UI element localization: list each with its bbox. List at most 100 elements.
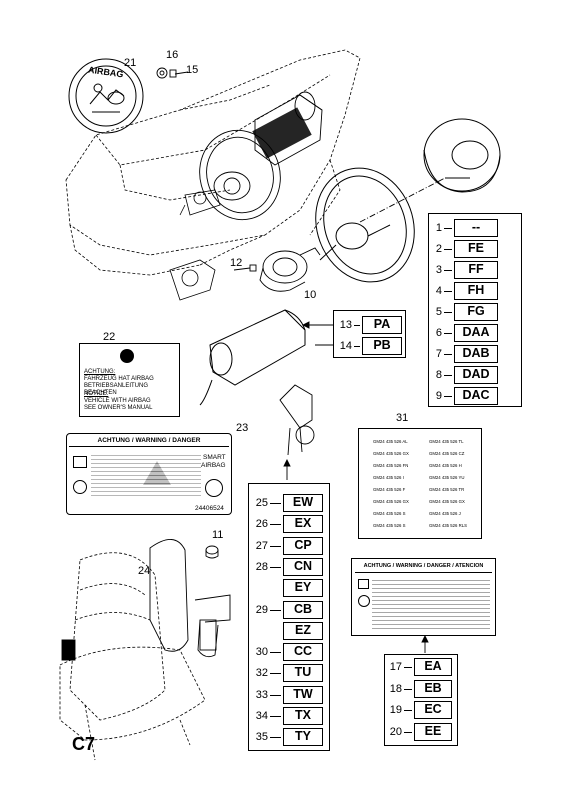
label-atencion-header: ACHTUNG / WARNING / DANGER / ATENCION (363, 563, 484, 569)
variant-number: 32 (255, 667, 268, 680)
variant-number: 18 (389, 682, 402, 695)
callout-10: 10 (304, 289, 317, 301)
variant-leader (444, 354, 452, 355)
variant-number: 25 (255, 497, 268, 509)
leader-dash-dot (359, 177, 446, 223)
variant-number: 7 (435, 348, 442, 360)
variant-number: 5 (435, 306, 442, 318)
variant-number: 1 (435, 222, 442, 234)
label-31-entry: GM24 435 526 F (373, 487, 406, 492)
arrow-label (421, 634, 429, 643)
variant-leader (270, 524, 281, 526)
variant-code: PB (362, 337, 402, 355)
dash-airbag-shade (252, 107, 312, 159)
label-31-entry: GM24 435 526 I (373, 475, 404, 480)
variant-leader (270, 566, 281, 568)
variant-code: FG (454, 303, 498, 321)
label-31-entry: GM24 435 526 TL (429, 439, 464, 444)
variant-leader (404, 710, 412, 711)
label-31-entry: GM24 435 526 FN (373, 463, 409, 468)
variant-leader (270, 503, 281, 504)
variant-code: DAD (454, 366, 498, 384)
variant-code: CN (283, 557, 323, 576)
label-23-smart: SMART (203, 454, 226, 461)
variant-number: 35 (255, 731, 268, 744)
variant-code: TX (283, 707, 323, 725)
variant-leader (444, 312, 452, 313)
label-22-line6: SEE OWNER'S MANUAL (84, 405, 153, 411)
variant-code: DAA (454, 324, 498, 342)
airbag-pictogram-icon (120, 349, 134, 363)
variant-leader (444, 228, 452, 229)
variant-leader (444, 375, 452, 376)
callout-23: 23 (236, 422, 249, 434)
arrow-sensor (283, 458, 291, 467)
warning-label-22: ACHTUNG: FAHRZEUG HAT AIRBAG BETRIEBSANL… (79, 343, 180, 417)
variant-code: EA (414, 658, 452, 676)
no-child-seat-icon-small (358, 595, 370, 607)
smart-airbag-icon (205, 479, 223, 497)
label-23-divider (69, 446, 229, 447)
label-31-entry: GM24 435 526 TR (429, 487, 465, 492)
variant-leader (270, 545, 281, 547)
dashboard-drawing (65, 49, 361, 276)
variant-number: 33 (255, 688, 268, 701)
variant-leader (270, 609, 281, 611)
callout-21: 21 (124, 57, 137, 69)
label-atencion-divider (355, 572, 492, 573)
label-31-entry: GM24 435 526 RLS (429, 523, 467, 528)
variant-leader (444, 270, 452, 271)
variant-code: TW (283, 685, 323, 704)
variant-code: EY (283, 579, 323, 598)
label-23-part-no: 24406524 (195, 505, 224, 512)
label-31-entry: GM24 435 526 H (429, 463, 462, 468)
warning-label-atencion: ACHTUNG / WARNING / DANGER / ATENCION (351, 558, 496, 636)
label-31-entry: GM24 435 526 J (429, 511, 461, 516)
variant-code: CB (283, 600, 323, 619)
dash-steering-wheel (199, 129, 281, 221)
variant-leader (354, 346, 360, 347)
label-23-header: ACHTUNG / WARNING / DANGER (97, 437, 201, 444)
variant-code: TY (283, 728, 323, 747)
steering-column-controls (179, 189, 221, 216)
variant-code: CP (283, 536, 323, 555)
seat-sidebag-mark (61, 639, 76, 661)
variant-number: 9 (435, 390, 442, 402)
crash-sensor-drawing (279, 384, 315, 456)
screw-15-drawing (169, 69, 189, 78)
label-31-entry: GM24 435 526 GX (373, 499, 409, 504)
callout-24: 24 (138, 565, 151, 577)
variant-number: 29 (255, 603, 268, 616)
airbag-badge-drawing (68, 58, 144, 134)
variant-number: 20 (389, 725, 402, 738)
clock-spring-drawing (259, 247, 321, 292)
variant-leader (404, 667, 412, 668)
side-airbag-drawing (149, 539, 231, 658)
variant-number: 34 (255, 710, 268, 722)
label-31-entry: GM24 435 526 GX (373, 451, 409, 456)
passenger-airbag-module (199, 309, 306, 406)
label-31-entry: GM24 435 526 S (373, 523, 406, 528)
variant-code: CC (283, 643, 323, 662)
variant-code: TU (283, 664, 323, 683)
seat-drawing (59, 552, 206, 761)
label-31-entry: GM24 435 526 GX (429, 499, 465, 504)
variant-number: 13 (339, 319, 352, 331)
arrow-13 (301, 321, 310, 329)
variant-leader (270, 673, 281, 675)
variant-code: EB (414, 679, 452, 698)
variant-code: PA (362, 316, 402, 334)
variant-code: -- (454, 219, 498, 237)
callout-31: 31 (396, 412, 409, 424)
label-atencion-fine-print (372, 577, 490, 629)
variant-code: DAC (454, 387, 498, 405)
label-22-line3: BETRIEBSANLEITUNG BEACHTEN (84, 383, 149, 396)
callout-11: 11 (212, 529, 224, 541)
variant-number: 8 (435, 369, 442, 381)
variant-leader (404, 731, 412, 733)
variant-leader (444, 333, 452, 334)
variant-number: 26 (255, 518, 268, 531)
variant-leader (444, 249, 452, 250)
